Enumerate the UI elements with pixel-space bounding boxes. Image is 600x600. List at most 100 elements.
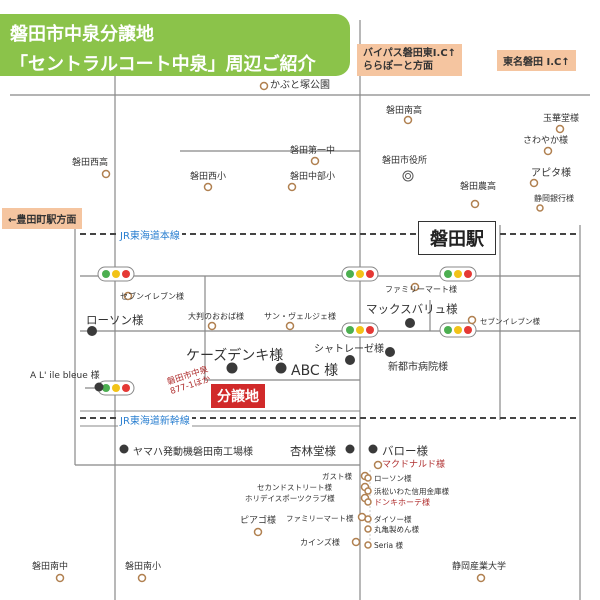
label-iwata-noko: 磐田農高 — [460, 182, 497, 192]
title-banner: 磐田市中泉分譲地 「セントラルコート中泉」周辺ご紹介 — [0, 14, 350, 76]
marker-iwata-minami-chu — [55, 573, 65, 583]
marker-max-valu — [405, 318, 415, 328]
station-iwata: 磐田駅 — [418, 221, 496, 255]
city-hall-symbol — [402, 170, 414, 182]
marker-shizuoka-bank — [536, 204, 544, 212]
marker-chateraise — [345, 355, 355, 365]
label-iwata-nishi-high: 磐田西高 — [72, 158, 109, 168]
label-valor: バロー様 — [382, 444, 428, 458]
marker-iwata-nishi-elem — [203, 182, 213, 192]
label-daiso: ダイソー様 — [374, 515, 412, 524]
site-label: 分譲地 — [211, 384, 265, 408]
label-gusto: ガスト様 — [322, 472, 352, 481]
traffic-signal — [97, 266, 135, 282]
marker-seria — [364, 541, 372, 549]
traffic-signal — [341, 322, 379, 338]
marker-lawson-2 — [364, 474, 372, 482]
marker-seven-eleven-1 — [123, 291, 133, 301]
marker-kainz — [351, 537, 361, 547]
marker-iwata-minami-high — [403, 115, 413, 125]
label-sawayaka: さわやか様 — [523, 136, 569, 146]
marker-yamaha — [119, 444, 129, 454]
label-max-valu: マックスバリュ様 — [366, 302, 458, 316]
marker-daiso — [364, 515, 372, 523]
label-kabuto-park: かぶと塚公園 — [270, 80, 330, 91]
label-mcdonalds: マクドナルド様 — [382, 460, 446, 470]
marker-lawson-1 — [87, 326, 97, 336]
label-marukame: 丸亀製めん様 — [374, 525, 419, 534]
marker-sawayaka — [543, 146, 553, 156]
title-line-2: 「セントラルコート中泉」周辺ご紹介 — [10, 54, 316, 75]
marker-iwata-minami-elem — [137, 573, 147, 583]
label-seria: Seria 様 — [374, 541, 404, 550]
label-shizuoka-sangyo: 静岡産業大学 — [452, 562, 507, 572]
direction-bypass-line2: ららぽーと方面 — [363, 61, 433, 72]
label-don-quijote: ドンキホーテ様 — [374, 498, 430, 507]
label-daisho-ohashi: 大判のおおば様 — [188, 312, 244, 321]
marker-kyorindo — [345, 444, 355, 454]
direction-tag-toyoda: ←豊田町駅方面 — [2, 208, 83, 229]
label-tamahana: 玉華堂様 — [543, 114, 580, 124]
marker-apita — [529, 178, 539, 188]
marker-mcdonalds — [373, 460, 383, 470]
marker-iwata-daiichi-chu — [310, 156, 320, 166]
marker-k-denki — [226, 362, 238, 374]
marker-iwata-chubu-elem — [287, 182, 297, 192]
label-lawson-1: ローソン様 — [86, 313, 144, 327]
marker-iwata-nishi-high — [101, 169, 111, 179]
traffic-signal — [439, 322, 477, 338]
marker-shizuoka-sangyo — [476, 573, 486, 583]
rail-label-shinkansen: JR東海道新幹線 — [118, 412, 192, 427]
label-holiday-sports: ホリデイスポーツクラブ様 — [245, 494, 335, 503]
label-apita: アピタ様 — [531, 168, 571, 179]
label-piago: ピアゴ様 — [240, 516, 277, 526]
label-iwata-minami-high: 磐田南高 — [386, 106, 423, 116]
marker-familymart-1 — [410, 282, 420, 292]
label-familymart-1: ファミリーマート様 — [385, 285, 457, 294]
label-iwata-chubu-elem: 磐田中部小 — [290, 172, 336, 182]
direction-tag-tomei: 東名磐田 I.C↑ — [497, 50, 576, 71]
label-iwata-minami-chu: 磐田南中 — [32, 562, 69, 572]
marker-shintoshi-hospital — [385, 347, 395, 357]
marker-daisho-ohashi — [207, 321, 217, 331]
marker-tamahana — [555, 124, 565, 134]
marker-seven-eleven-2 — [467, 315, 477, 325]
marker-sun-village — [285, 321, 295, 331]
label-iwata-minami-elem: 磐田南小 — [125, 562, 162, 572]
label-familymart-2: ファミリーマート様 — [286, 514, 354, 523]
marker-piago — [253, 527, 263, 537]
label-abc: ABC 様 — [291, 363, 339, 379]
marker-marukame — [364, 525, 372, 533]
traffic-signal — [97, 380, 135, 396]
label-iwata-nishi-elem: 磐田西小 — [190, 172, 227, 182]
label-second-street: セカンドストリート様 — [257, 483, 332, 492]
label-iwata-daiichi-chu: 磐田第一中 — [290, 146, 336, 156]
direction-tag-bypass: バイパス磐田東I.C↑ ららぽーと方面 — [357, 44, 463, 76]
traffic-signal — [439, 266, 477, 282]
marker-alile-bleue — [94, 382, 104, 392]
label-alile-bleue: A L' ile bleue 様 — [30, 371, 100, 381]
label-sun-village: サン・ヴェルジェ様 — [264, 312, 336, 321]
label-lawson-2: ローソン様 — [374, 474, 412, 483]
marker-abc — [275, 362, 287, 374]
marker-valor — [368, 444, 378, 454]
marker-hamamatsu-wata — [364, 487, 372, 495]
marker-kabuto-park — [259, 81, 269, 91]
label-city-hall: 磐田市役所 — [382, 156, 428, 166]
direction-bypass-line1: バイパス磐田東I.C↑ — [363, 48, 457, 59]
traffic-signal — [341, 266, 379, 282]
label-seven-eleven-1: セブンイレブン様 — [120, 292, 184, 301]
label-hamamatsu-wata: 浜松いわた信用金庫様 — [374, 487, 449, 496]
label-yamaha: ヤマハ発動機磐田南工場様 — [133, 447, 253, 458]
label-shizuoka-bank: 静岡銀行様 — [534, 194, 574, 203]
marker-iwata-noko — [470, 199, 480, 209]
label-seven-eleven-2: セブンイレブン様 — [480, 317, 540, 326]
title-line-1: 磐田市中泉分譲地 — [10, 24, 154, 45]
label-k-denki: ケーズデンキ様 — [186, 348, 284, 364]
label-kyorindo: 杏林堂様 — [290, 444, 336, 458]
marker-don-quijote — [364, 498, 372, 506]
label-shintoshi-hospital: 新都市病院様 — [388, 362, 448, 373]
rail-label-tokaido: JR東海道本線 — [118, 227, 182, 242]
label-chateraise: シャトレーゼ様 — [314, 344, 384, 355]
